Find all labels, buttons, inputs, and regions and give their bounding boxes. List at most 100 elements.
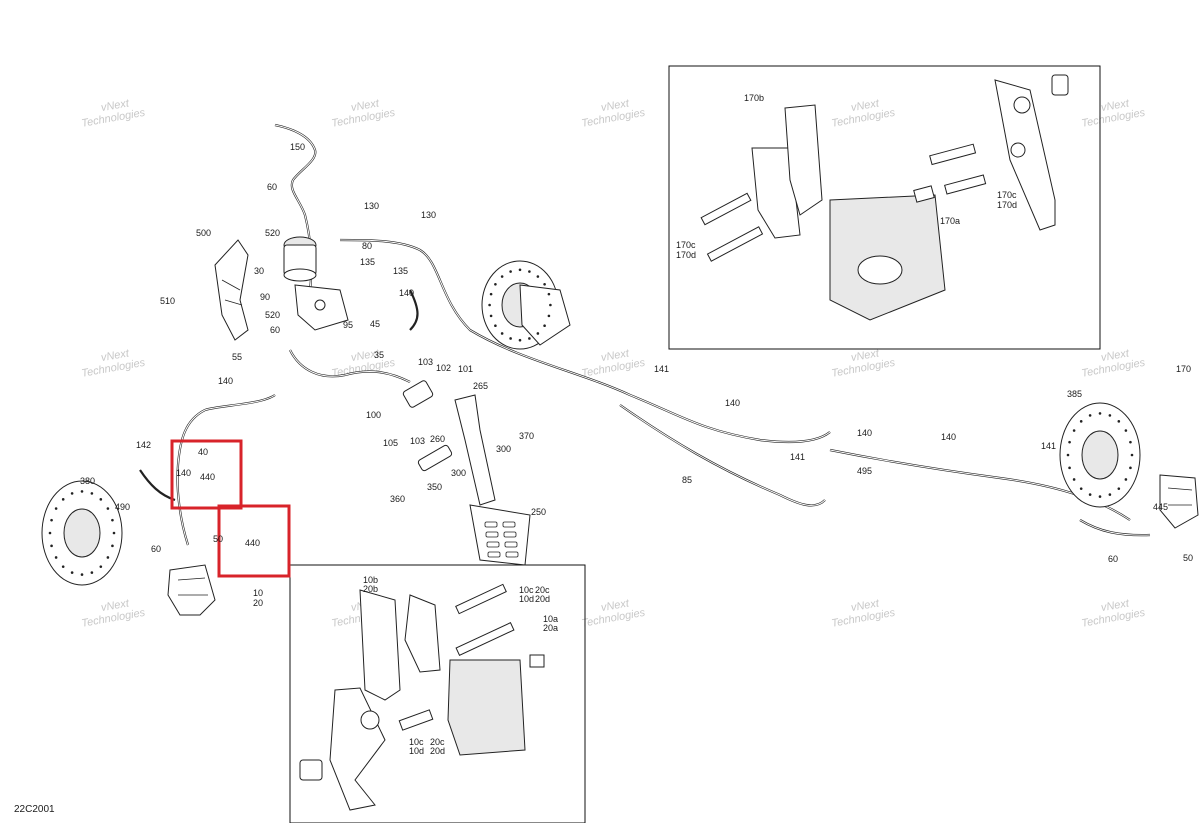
disc-hole: [500, 332, 504, 335]
callout-label: 85: [682, 475, 692, 485]
disc-hole: [1098, 495, 1102, 498]
disc-hole: [61, 565, 65, 568]
disc-hole: [1130, 453, 1134, 457]
callout-label: 370: [519, 431, 534, 441]
callout-label: 170d: [676, 250, 696, 260]
rear-caliper-detail: [700, 74, 1069, 321]
watermark-text: vNext: [850, 597, 881, 614]
disc-hole: [54, 507, 58, 510]
callout-label: 90: [260, 292, 270, 302]
disc-hole: [509, 270, 512, 273]
disc-hole: [543, 283, 546, 286]
disc-hole: [509, 337, 512, 340]
callout-label: 141: [1041, 441, 1056, 451]
disc-hole: [547, 292, 551, 296]
disc-hole: [528, 270, 531, 273]
pedal-pad-groove: [487, 551, 501, 558]
pedal-pad-groove: [486, 541, 500, 548]
callout-label: 135: [360, 257, 375, 267]
disc-hole: [528, 337, 531, 340]
disc-hole: [80, 490, 84, 493]
watermark-text: vNext: [100, 597, 131, 614]
watermark-text: vNext: [100, 97, 131, 114]
disc-hole: [1072, 429, 1076, 432]
disc-hole: [489, 314, 493, 318]
disc-hole: [1066, 453, 1070, 457]
callout-label: 10a: [543, 614, 558, 624]
callout-label: 55: [232, 352, 242, 362]
master-cylinder-assembly: [283, 236, 349, 331]
disc-hole: [106, 507, 110, 510]
callout-label: 130: [364, 201, 379, 211]
callout-label: 95: [343, 320, 353, 330]
callout-label: 40: [198, 447, 208, 457]
callout-label: 35: [374, 350, 384, 360]
watermark-text: vNext: [350, 97, 381, 114]
watermark-text: vNext: [350, 347, 381, 364]
callout-label: 260: [430, 434, 445, 444]
disc-hole: [106, 556, 110, 559]
watermark-text: vNext: [850, 97, 881, 114]
disc-hole: [1108, 414, 1112, 417]
highlights: [170, 439, 291, 578]
disc-hole: [111, 544, 114, 548]
disc-hole: [1072, 478, 1076, 481]
callout-label: 60: [1108, 554, 1118, 564]
callout-label: 20d: [430, 746, 445, 756]
callout-label: 520: [265, 310, 280, 320]
callout-label: 20c: [535, 585, 550, 595]
callout-label: 103: [418, 357, 433, 367]
callout-label: 142: [136, 440, 151, 450]
disc-hole: [518, 268, 522, 272]
disc-hole: [1068, 466, 1071, 470]
callout-label: 170b: [744, 93, 764, 103]
callout-label: 445: [1153, 502, 1168, 512]
disc-hole: [488, 303, 491, 307]
disc-hole: [99, 565, 103, 568]
disc-hole: [1124, 478, 1128, 481]
pedal-pad-groove: [484, 521, 498, 528]
watermark-text: vNext: [1100, 97, 1131, 114]
disc-hole: [61, 498, 65, 501]
highlight-box-lower: [217, 504, 291, 578]
brake-pedal: [402, 380, 531, 566]
disc-hole: [494, 324, 497, 327]
callout-label: 20d: [535, 594, 550, 604]
watermark-text: vNext: [100, 347, 131, 364]
watermark-text: vNext: [600, 347, 631, 364]
callout-label: 300: [496, 444, 511, 454]
callout-label: 101: [458, 364, 473, 374]
disc-hole: [80, 573, 84, 576]
callout-label: 102: [436, 363, 451, 373]
callout-label: 265: [473, 381, 488, 391]
disc-hole: [1124, 429, 1128, 432]
callout-label: 10d: [409, 746, 424, 756]
callout-label: 170c: [676, 240, 696, 250]
callout-label: 105: [383, 438, 398, 448]
callout-label: 440: [200, 472, 215, 482]
callout-label: 300: [451, 468, 466, 478]
highlight-box-upper: [170, 439, 243, 510]
callout-label: 10b: [363, 575, 378, 585]
callout-label: 490: [115, 502, 130, 512]
callout-label: 50: [213, 534, 223, 544]
brake-lines: [139, 123, 1151, 546]
callout-label: 103: [410, 436, 425, 446]
callout-label: 45: [370, 319, 380, 329]
callout-label: 350: [427, 482, 442, 492]
disc-hole: [489, 292, 493, 296]
callout-label: 20c: [430, 737, 445, 747]
disc-hole: [111, 518, 114, 522]
disc-hole: [50, 518, 53, 522]
callout-label: 495: [857, 466, 872, 476]
disc-hole: [90, 571, 94, 574]
callout-label: 380: [80, 476, 95, 486]
callout-label: 100: [366, 410, 381, 420]
disc-hole: [518, 338, 522, 342]
callout-label: 141: [654, 364, 669, 374]
brake-discs: [41, 260, 1141, 586]
callout-label: 20: [253, 598, 263, 608]
detail-box-rear-caliper: [668, 65, 1101, 350]
callout-label: 500: [196, 228, 211, 238]
